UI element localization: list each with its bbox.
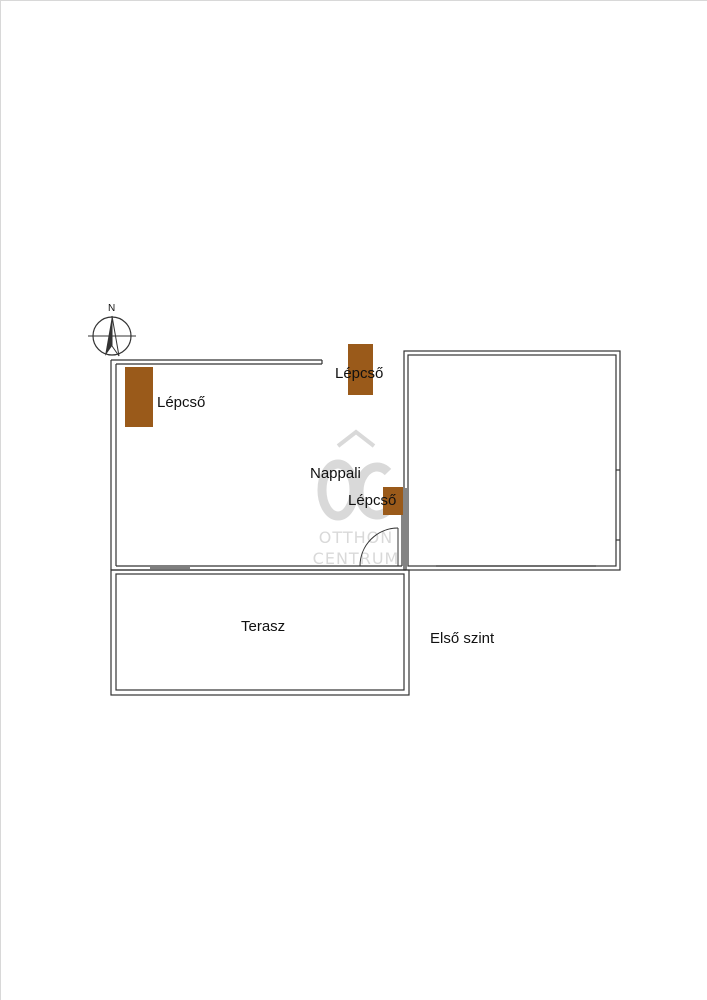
floor-label: Első szint <box>430 630 495 647</box>
compass-icon <box>88 315 136 357</box>
room-label-nappali: Nappali <box>310 465 361 482</box>
page-border-left <box>0 0 1 1000</box>
door-swing-icon <box>359 527 399 567</box>
stair-label-2: Lépcső <box>335 365 384 382</box>
compass-north-label: N <box>108 303 116 314</box>
watermark-logo: OTTHON CENTRUM <box>308 428 404 568</box>
room-label-terasz: Terasz <box>241 618 286 635</box>
stair-block-1 <box>125 367 153 427</box>
stair-block-2 <box>348 344 373 395</box>
watermark-line-2: CENTRUM <box>312 549 400 568</box>
stair-block-3 <box>383 487 403 515</box>
page-border-top <box>0 0 707 1</box>
stair-label-3: Lépcső <box>348 492 397 509</box>
otthon-centrum-logo-icon <box>317 429 392 521</box>
watermark-line-1: OTTHON <box>318 528 394 547</box>
room-right-walls <box>403 350 621 571</box>
stair-label-1: Lépcső <box>157 394 206 411</box>
terrace-walls <box>110 569 410 696</box>
